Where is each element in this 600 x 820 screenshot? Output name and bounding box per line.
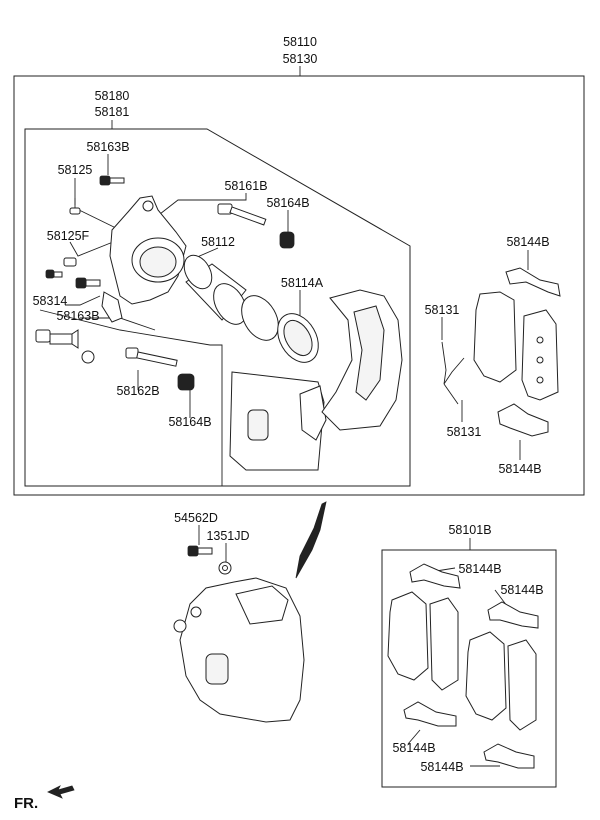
label-1351JD: 1351JD xyxy=(206,529,249,543)
front-arrow-icon xyxy=(47,785,75,799)
seal-58114A xyxy=(277,313,319,363)
kit-clips xyxy=(403,563,539,769)
bolt-58163B-mid xyxy=(75,277,101,289)
pad-clip-top xyxy=(505,267,561,297)
label-58131-bottom: 58131 xyxy=(447,425,482,439)
bolt-54562D xyxy=(187,545,213,557)
label-58163B-top: 58163B xyxy=(86,140,129,154)
label-58180: 58180 xyxy=(95,89,130,103)
front-indicator-label: FR. xyxy=(14,795,38,812)
label-58164B-top: 58164B xyxy=(266,196,309,210)
label-58163B-mid: 58163B xyxy=(56,309,99,323)
boot-58164B-top xyxy=(279,231,295,249)
pad-clip-bottom xyxy=(497,403,549,437)
label-58110: 58110 xyxy=(283,35,317,49)
boot-58164B-bottom xyxy=(177,373,195,391)
label-58161B: 58161B xyxy=(224,179,267,193)
brake-pad-pair xyxy=(473,291,559,401)
carrier-box xyxy=(24,128,411,487)
label-54562D: 54562D xyxy=(174,511,218,525)
label-58144B-top: 58144B xyxy=(506,235,549,249)
label-58164B-bottom: 58164B xyxy=(168,415,211,429)
guide-bolt-assembly xyxy=(35,329,95,364)
label-58101B: 58101B xyxy=(448,523,491,537)
label-58112: 58112 xyxy=(201,235,235,249)
guide-pin-58162B xyxy=(125,347,178,367)
label-58131-top: 58131 xyxy=(425,303,460,317)
wear-sensor-58131 xyxy=(441,341,465,405)
part-58314 xyxy=(45,269,63,279)
label-58125: 58125 xyxy=(58,163,93,177)
complete-caliper xyxy=(173,577,305,723)
label-58314: 58314 xyxy=(33,294,68,308)
label-58114A: 58114A xyxy=(281,276,324,290)
sweep-arrow-icon xyxy=(295,501,327,579)
pad-kit-box xyxy=(381,549,557,788)
piston-58112 xyxy=(183,254,247,325)
label-58144B-kit-2: 58144B xyxy=(500,583,543,597)
bolt-58163B-top xyxy=(99,175,125,186)
seal-ring xyxy=(241,295,279,341)
label-58144B-kit-3: 58144B xyxy=(392,741,435,755)
bleeder-58125 xyxy=(69,198,81,215)
caliper-carrier xyxy=(101,195,187,323)
cap-58125F xyxy=(63,257,77,267)
washer-1351JD xyxy=(218,561,232,575)
label-58130: 58130 xyxy=(283,52,318,66)
label-58162B: 58162B xyxy=(116,384,159,398)
label-58144B-kit-1: 58144B xyxy=(458,562,501,576)
label-58125F: 58125F xyxy=(47,229,90,243)
guide-pin-58161B xyxy=(217,203,267,226)
caliper-housing xyxy=(229,371,327,471)
label-58144B-right: 58144B xyxy=(498,462,541,476)
label-58181: 58181 xyxy=(95,105,130,119)
mounting-bracket xyxy=(321,289,403,431)
kit-pads xyxy=(387,591,537,731)
label-58144B-kit-4: 58144B xyxy=(420,760,463,774)
assembly-box xyxy=(13,75,585,496)
